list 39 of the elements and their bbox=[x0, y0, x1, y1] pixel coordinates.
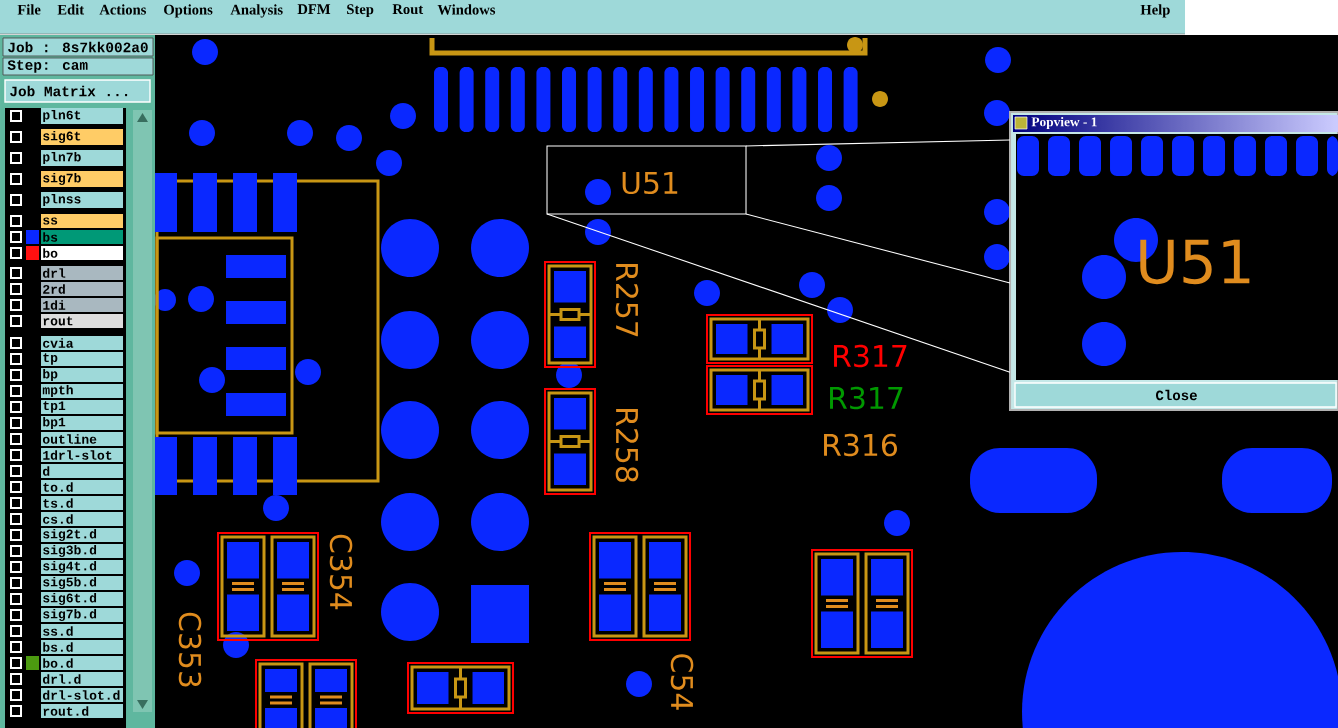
menu-item: Rout bbox=[392, 4, 424, 15]
zoom-guide-line bbox=[745, 213, 1011, 284]
zoom-guide-line bbox=[546, 213, 1011, 373]
menu-item: File bbox=[17, 4, 41, 15]
component-designator: R257 bbox=[615, 264, 639, 337]
menu-item: Edit bbox=[57, 4, 85, 15]
layer-name-cell: pln6t bbox=[41, 108, 123, 124]
info-field: Job : 8s7kk002a0 bbox=[2, 37, 154, 57]
menu-item: Analysis bbox=[230, 4, 283, 18]
component-designator: R258 bbox=[615, 409, 639, 482]
component-designator: C354 bbox=[329, 534, 353, 610]
layer-name-cell: cvia bbox=[41, 336, 123, 350]
popup-window: Popview - 1 U51 Close bbox=[1008, 110, 1338, 412]
layer-name-cell: ss.d bbox=[41, 624, 123, 638]
menu-item: DFM bbox=[297, 4, 331, 14]
layer-name-cell: outline bbox=[41, 432, 123, 446]
job-matrix-button: Job Matrix ... bbox=[4, 79, 151, 103]
component-designator: C54 bbox=[670, 654, 694, 710]
menu-item: Step bbox=[347, 4, 374, 18]
layer-name-cell: sig2t.d bbox=[41, 528, 123, 542]
component-designator: R317 bbox=[830, 386, 903, 410]
layer-name-cell: rout bbox=[41, 314, 123, 328]
menu-item: Help bbox=[1140, 4, 1170, 18]
component-designator: C353 bbox=[178, 612, 202, 687]
menu-item: Options bbox=[164, 4, 213, 18]
zoom-selection-box bbox=[546, 145, 747, 215]
layer-name-cell: 1drl-slot bbox=[41, 448, 123, 462]
layer-name-cell: bs.d bbox=[41, 640, 123, 654]
component-designator: R317 bbox=[834, 344, 907, 368]
menu-item: Actions bbox=[99, 4, 146, 15]
close-button: Close bbox=[1014, 382, 1337, 408]
component-designator: U51 bbox=[1140, 239, 1250, 285]
zoom-guide-line bbox=[745, 139, 1011, 147]
layer-name-cell: sig3b.d bbox=[41, 544, 123, 558]
layer-name-cell: tp bbox=[41, 352, 123, 366]
info-field: Step: cam bbox=[2, 57, 154, 76]
component-designator: R316 bbox=[824, 433, 897, 457]
component-designator: U51 bbox=[622, 171, 678, 195]
menu-item: Windows bbox=[437, 4, 496, 15]
